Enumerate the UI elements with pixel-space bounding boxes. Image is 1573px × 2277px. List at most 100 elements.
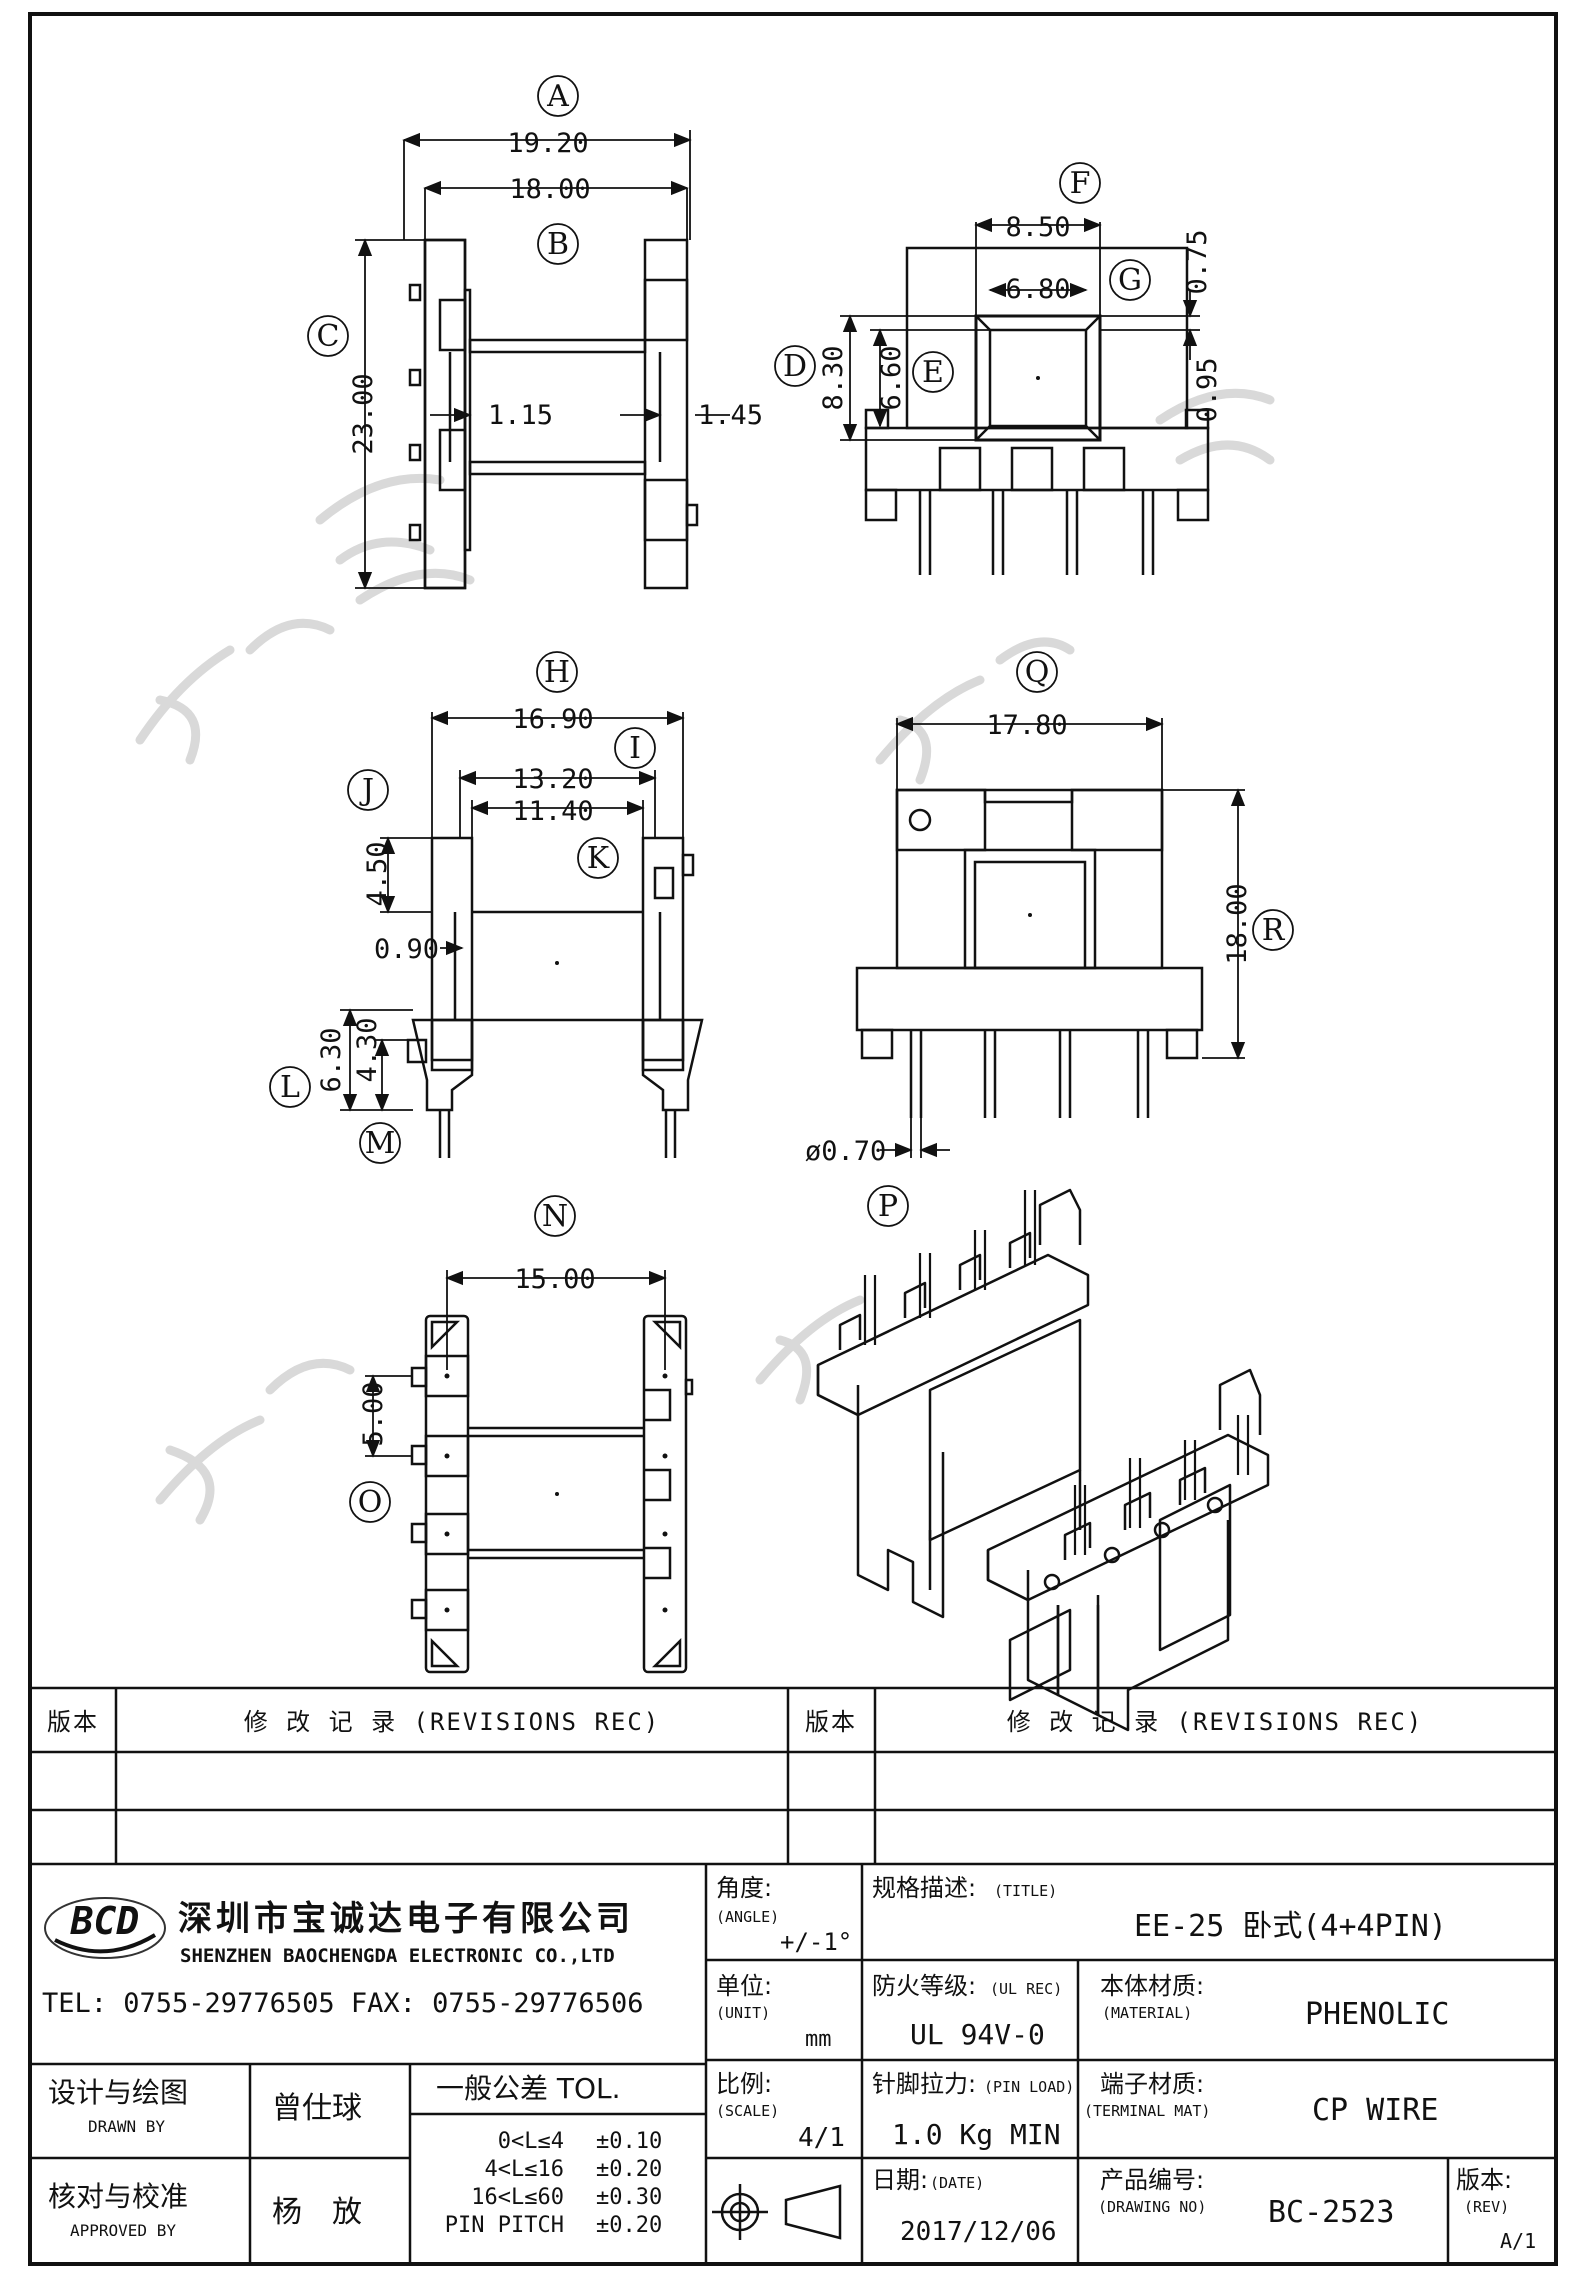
angle-label: 角度:: [716, 1874, 772, 1902]
angle-en: (ANGLE): [716, 1908, 779, 1926]
terminal-label: 端子材质:: [1100, 2070, 1204, 2098]
dims-view-h: [269, 651, 685, 1164]
rev-col-version-left: 版本: [47, 1708, 99, 1736]
dim-5-00: 5.00: [358, 1381, 389, 1446]
dim-13-20: 13.20: [512, 764, 593, 795]
view-top-left: [408, 238, 699, 590]
pinload-label: 针脚拉力:: [872, 2070, 976, 2098]
date-en: (DATE): [930, 2174, 984, 2192]
isometric-pins: [863, 1190, 1250, 1555]
title-label: 规格描述:: [872, 1874, 976, 1902]
projection-symbol-icon: [712, 2184, 842, 2240]
dim-0-95: 0.95: [1192, 357, 1223, 422]
revision-table: [30, 1686, 1556, 1866]
tol-value-3: ±0.20: [596, 2213, 662, 2238]
dims-view-q: [880, 651, 1294, 1158]
label-l: L: [280, 1070, 300, 1105]
dims-view-a: [307, 75, 730, 590]
pinload-value: 1.0 Kg MIN: [892, 2118, 1061, 2151]
title-block-grid: [30, 1864, 1556, 2264]
rev-col-version-right: 版本: [805, 1708, 857, 1736]
label-j: J: [359, 773, 374, 808]
label-r: R: [1262, 913, 1286, 948]
dim-6-80: 6.80: [1005, 274, 1070, 305]
dims-view-n: [349, 1195, 667, 1523]
label-q: Q: [1025, 655, 1050, 690]
rev-label: 版本:: [1456, 2166, 1512, 2194]
tol-range-2: 16<L≤60: [471, 2185, 564, 2210]
pinload-en: (PIN LOAD): [984, 2078, 1074, 2096]
dim-11-40: 11.40: [512, 796, 593, 827]
unit-label: 单位:: [716, 1972, 772, 2000]
scale-en: (SCALE): [716, 2102, 779, 2120]
material-en: (MATERIAL): [1102, 2004, 1192, 2022]
drawn-name: 曾仕球: [272, 2091, 362, 2126]
company-logo: BCD: [44, 1897, 166, 1959]
label-k: K: [587, 841, 610, 876]
title-en: (TITLE): [994, 1882, 1057, 1900]
label-c: C: [317, 319, 340, 354]
dim-15-00: 15.00: [514, 1264, 595, 1295]
ul-value: UL 94V-0: [910, 2018, 1045, 2051]
company-name-cn: 深圳市宝诚达电子有限公司: [178, 1899, 634, 1939]
view-mid-left: [406, 836, 704, 1158]
label-h: H: [544, 655, 570, 690]
sheet-border: [28, 12, 1558, 2266]
angle-value: +/-1°: [780, 1928, 852, 1956]
dim-23-00: 23.00: [348, 373, 379, 454]
tol-title: 一般公差 TOL.: [436, 2072, 621, 2105]
material-label: 本体材质:: [1100, 1972, 1204, 2000]
tol-range-0: 0<L≤4: [498, 2129, 564, 2154]
rev-col-record-right: 修 改 记 录 (REVISIONS REC): [1007, 1708, 1424, 1736]
company-name-en: SHENZHEN BAOCHENGDA ELECTRONIC CO.,LTD: [180, 1945, 615, 1967]
dim-17-80: 17.80: [986, 710, 1067, 741]
date-label: 日期:: [872, 2166, 928, 2194]
drawn-en: DRAWN BY: [88, 2117, 165, 2136]
ul-label: 防火等级:: [872, 1972, 976, 2000]
dim-6-30: 6.30: [316, 1027, 347, 1092]
dim-16-90: 16.90: [512, 704, 593, 735]
tol-value-1: ±0.20: [596, 2157, 662, 2182]
watermark-stamp: [135, 388, 1275, 1525]
label-a: A: [546, 79, 569, 114]
label-o: O: [358, 1485, 383, 1520]
label-m: M: [365, 1126, 396, 1161]
label-d: D: [783, 349, 807, 384]
dim-19-20: 19.20: [507, 128, 588, 159]
tol-value-0: ±0.10: [596, 2129, 662, 2154]
dims-view-f: [774, 162, 1200, 442]
view-isometric: [816, 1188, 1270, 1732]
dim-4-30: 4.30: [352, 1017, 383, 1082]
label-f: F: [1070, 166, 1091, 201]
tol-range-1: 4<L≤16: [485, 2157, 564, 2182]
unit-value: mm: [805, 2027, 832, 2052]
ul-en: (UL REC): [990, 1980, 1062, 1998]
rev-value: A/1: [1500, 2229, 1536, 2253]
terminal-en: (TERMINAL MAT): [1084, 2102, 1210, 2120]
label-i: I: [629, 731, 641, 766]
title-value: EE-25 卧式(4+4PIN): [1134, 1909, 1447, 1944]
drawn-label: 设计与绘图: [48, 2076, 188, 2109]
dim-1-45: 1.45: [698, 400, 763, 431]
dim-8-30: 8.30: [818, 345, 849, 410]
approved-label: 核对与校准: [48, 2180, 188, 2213]
dim-18-00: 18.00: [509, 174, 590, 205]
label-e: E: [922, 355, 944, 390]
dim-6-60: 6.60: [876, 345, 907, 410]
drawing-no-label: 产品编号:: [1100, 2166, 1204, 2194]
dim-0-75: 0.75: [1182, 229, 1213, 294]
unit-en: (UNIT): [716, 2004, 770, 2022]
approved-name: 杨 放: [272, 2195, 362, 2230]
date-value: 2017/12/06: [900, 2217, 1057, 2247]
company-tel-fax: TEL: 0755-29776505 FAX: 0755-29776506: [42, 1988, 643, 2019]
dim-0-90: 0.90: [374, 934, 439, 965]
approved-en: APPROVED BY: [70, 2221, 176, 2240]
label-g: G: [1118, 263, 1142, 298]
drawing-no-value: BC-2523: [1268, 2195, 1394, 2230]
logo-text: BCD: [70, 1899, 140, 1943]
dim-18-00-r: 18.00: [1222, 883, 1253, 964]
scale-value: 4/1: [798, 2123, 845, 2153]
view-top-right: [864, 246, 1210, 575]
drawing-no-en: (DRAWING NO): [1098, 2198, 1206, 2216]
